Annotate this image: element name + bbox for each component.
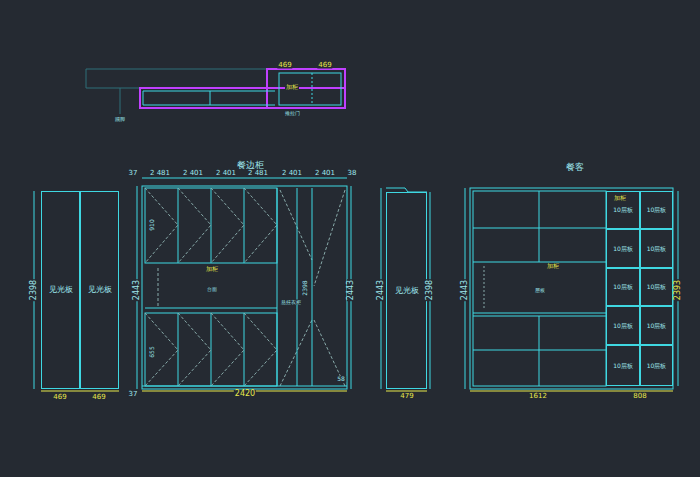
part-name: 餐边柜 — [236, 161, 265, 170]
shelf-cell: 10层板 — [640, 191, 673, 229]
dimension-text: 38 — [347, 170, 358, 177]
dimension-text: 2 481 — [149, 170, 171, 177]
dimension-text: 2443 — [133, 279, 141, 301]
dimension-text: 2 401 — [281, 170, 303, 177]
dimension-text: 37 — [128, 170, 139, 177]
node-text: 10层板 — [613, 207, 633, 213]
shelf-cell: 10层板 — [640, 306, 673, 345]
panel-box: 见光板 — [386, 192, 427, 389]
dimension-text: 2443 — [461, 279, 469, 301]
dimension-text: 37 — [128, 391, 139, 398]
node-text: 10层板 — [647, 284, 667, 290]
dimension-text: 910 — [149, 218, 155, 231]
dimension-text: 469 — [91, 394, 106, 401]
dimension-text: 479 — [399, 393, 414, 400]
shelf-cell: 10层板 — [640, 229, 673, 268]
node-text: 10层板 — [647, 363, 667, 369]
part-name: 台面 — [206, 287, 218, 292]
panel-box: 见光板 — [41, 191, 80, 389]
dimension-text: 2 481 — [247, 170, 269, 177]
dimension-text: 2 401 — [314, 170, 336, 177]
dimension-text: 655 — [149, 345, 155, 358]
dimension-text: 2398 — [302, 279, 308, 296]
dimension-text: 2443 — [347, 279, 355, 301]
dimension-text: 2 401 — [215, 170, 237, 177]
part-name: 推拉门 — [284, 111, 301, 116]
node-text: 见光板 — [88, 286, 112, 294]
node-text: 见光板 — [395, 287, 419, 295]
dimension-text: 2398 — [30, 279, 38, 301]
dimension-text: 58 — [336, 376, 346, 382]
part-name: 悬挂衣柜 — [280, 300, 302, 305]
shelf-cell: 10层板 — [640, 345, 673, 386]
dimension-text: 469 — [52, 394, 67, 401]
node-text: 10层板 — [613, 363, 633, 369]
dimension-text: 2398 — [426, 279, 434, 301]
shelf-cell: 10层板 — [606, 268, 640, 306]
dimension-text: 2 401 — [182, 170, 204, 177]
node-text: 10层板 — [613, 323, 633, 329]
shelf-cell: 10层板 — [640, 268, 673, 306]
part-name: 踢脚 — [114, 117, 126, 122]
shelf-cell: 10层板 — [606, 345, 640, 386]
node-text: 见光板 — [49, 286, 73, 294]
panel-box: 见光板 — [80, 191, 119, 389]
dimension-text: 808 — [632, 393, 647, 400]
dimension-text: 469 — [277, 62, 292, 69]
node-text: 10层板 — [647, 207, 667, 213]
node-text: 10层板 — [613, 284, 633, 290]
shelf-cell: 10层板 — [606, 306, 640, 345]
part-name: 加柜 — [285, 84, 299, 90]
dimension-text: 2443 — [377, 279, 385, 301]
dimension-text: 2393 — [674, 279, 682, 301]
dimension-text: 2420 — [234, 390, 256, 398]
node-text: 10层板 — [613, 246, 633, 252]
part-name: 餐客 — [565, 163, 585, 172]
node-text: 10层板 — [647, 323, 667, 329]
part-name: 层板 — [534, 288, 546, 293]
node-text: 10层板 — [647, 246, 667, 252]
part-name: 加柜 — [205, 266, 219, 272]
shelf-cell: 10层板 — [606, 229, 640, 268]
dimension-text: 1612 — [528, 393, 548, 400]
part-name: 加柜 — [613, 195, 627, 201]
dimension-text: 469 — [317, 62, 332, 69]
part-name: 加柜 — [546, 263, 560, 269]
